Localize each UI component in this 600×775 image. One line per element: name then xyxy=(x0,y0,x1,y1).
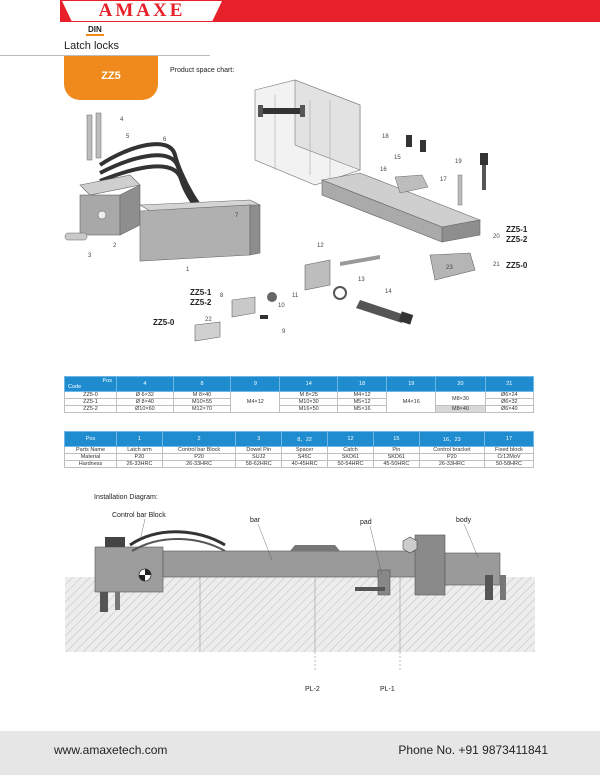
label-pl-1: PL-1 xyxy=(380,686,395,693)
col-header-18: 18 xyxy=(336,376,388,392)
mold-box-illustration xyxy=(254,79,361,186)
pos-code-header: Pos Code xyxy=(64,376,117,392)
control-bar-block xyxy=(94,537,164,612)
callout-10: 10 xyxy=(278,303,285,309)
callout-11: 11 xyxy=(292,293,299,299)
model-tab: ZZ5 xyxy=(64,56,158,100)
callout-2: 2 xyxy=(113,243,117,249)
callout-4: 4 xyxy=(120,117,124,123)
din-badge: DIN xyxy=(86,25,104,36)
callout-numbers: 4 5 6 7 2 3 1 12 11 10 13 14 8 9 22 18 1… xyxy=(88,117,500,335)
tag-zz5-2-left: ZZ5-2 xyxy=(190,298,212,307)
installation-label: Installation Diagram: xyxy=(94,494,158,501)
footer-website: www.amaxetech.com xyxy=(54,743,168,757)
dimension-header-row: Pos Code 4 8 9 14 18 19 20 21 xyxy=(64,376,535,392)
callout-6: 6 xyxy=(163,137,167,143)
merged-cell-20-top: M8×30 xyxy=(435,391,486,406)
tag-zz5-1-right: ZZ5-1 xyxy=(506,225,528,234)
exploded-view-drawing: 4 5 6 7 2 3 1 12 11 10 13 14 8 9 22 18 1… xyxy=(64,79,528,342)
latch-bar xyxy=(162,550,434,578)
table-row: ZZ5-0 Ø 6×32 M 8×40 M4×12 M 8×25 M4×12 M… xyxy=(64,391,535,413)
label-pad: pad xyxy=(360,519,372,526)
merged-cell-9: M4×12 xyxy=(230,391,281,413)
merged-cell-19: M4×16 xyxy=(386,391,437,413)
footer-phone: Phone No. +91 9873411841 xyxy=(398,743,548,757)
catch-block xyxy=(429,252,476,281)
header-left-block xyxy=(0,0,60,22)
callout-18: 18 xyxy=(382,134,389,140)
installation-diagram: Control bar Block bar pad body PL-2 PL-1 xyxy=(65,512,535,693)
footer-bar xyxy=(0,731,600,775)
pad xyxy=(377,569,391,596)
col-header-4: 4 xyxy=(116,376,174,392)
title-divider xyxy=(0,55,210,56)
table-row: Parts Name Latch arm Control bar Block D… xyxy=(64,446,535,454)
material-table: Pos 1 2 3 8、22 12 15 16、23 17 Parts Name… xyxy=(64,431,535,468)
callout-14: 14 xyxy=(385,289,392,295)
tag-zz5-0-left: ZZ5-0 xyxy=(153,318,175,327)
label-control-bar-block: Control bar Block xyxy=(112,512,166,519)
callout-13: 13 xyxy=(358,277,365,283)
col-header-21: 21 xyxy=(484,376,535,392)
callout-7: 7 xyxy=(235,213,239,219)
brand-logo: AMAXE xyxy=(62,1,222,21)
control-bar xyxy=(320,172,482,243)
col-header-14: 14 xyxy=(279,376,338,392)
col-header-20: 20 xyxy=(435,376,486,392)
col-header-9: 9 xyxy=(230,376,281,392)
callout-12: 12 xyxy=(317,243,324,249)
callout-9: 9 xyxy=(282,329,286,335)
body-block xyxy=(414,534,446,596)
table-row: Hardness 26-33HRC 26-33HRC 58-62HRC 40-4… xyxy=(64,460,535,468)
callout-15: 15 xyxy=(394,155,401,161)
small-blocks xyxy=(194,259,347,342)
dimension-table: Pos Code 4 8 9 14 18 19 20 21 ZZ5-0 Ø 6×… xyxy=(64,376,535,413)
latch-arm-assembly xyxy=(64,174,262,262)
table-row: Material P20 P20 SUJ2 S45C SKD61 SKD61 P… xyxy=(64,453,535,461)
dowel-pins xyxy=(86,112,102,161)
callout-3: 3 xyxy=(88,253,92,259)
callout-8: 8 xyxy=(220,293,224,299)
callout-23: 23 xyxy=(446,265,453,271)
callout-22: 22 xyxy=(205,317,212,323)
section-title: Latch locks xyxy=(64,40,120,52)
tag-zz5-2-right: ZZ5-2 xyxy=(506,235,528,244)
tag-zz5-0-right: ZZ5-0 xyxy=(506,261,528,270)
label-pl-2: PL-2 xyxy=(305,686,320,693)
label-bar: bar xyxy=(250,517,261,524)
model-tags: ZZ5-1 ZZ5-2 ZZ5-0 ZZ5-1 ZZ5-2 ZZ5-0 xyxy=(153,225,528,327)
callout-17: 17 xyxy=(440,177,447,183)
label-body: body xyxy=(456,517,472,524)
tag-zz5-1-left: ZZ5-1 xyxy=(190,288,212,297)
material-header-row: Pos 1 2 3 8、22 12 15 16、23 17 xyxy=(64,431,535,447)
callout-1: 1 xyxy=(186,267,190,273)
callout-5: 5 xyxy=(126,134,130,140)
callout-16: 16 xyxy=(380,167,387,173)
col-header-19: 19 xyxy=(386,376,437,392)
col-header-8: 8 xyxy=(172,376,232,392)
table-row: ZZ5-2 Ø10×60 M12×70 M16×50 M5×16 M8×40 Ø… xyxy=(64,405,535,413)
callout-21: 21 xyxy=(493,262,500,268)
callout-19: 19 xyxy=(455,159,462,165)
merged-cell-20-bottom: M8×40 xyxy=(435,405,486,413)
space-chart-label: Product space chart: xyxy=(170,67,235,74)
callout-20: 20 xyxy=(493,234,500,240)
screws xyxy=(340,135,488,325)
